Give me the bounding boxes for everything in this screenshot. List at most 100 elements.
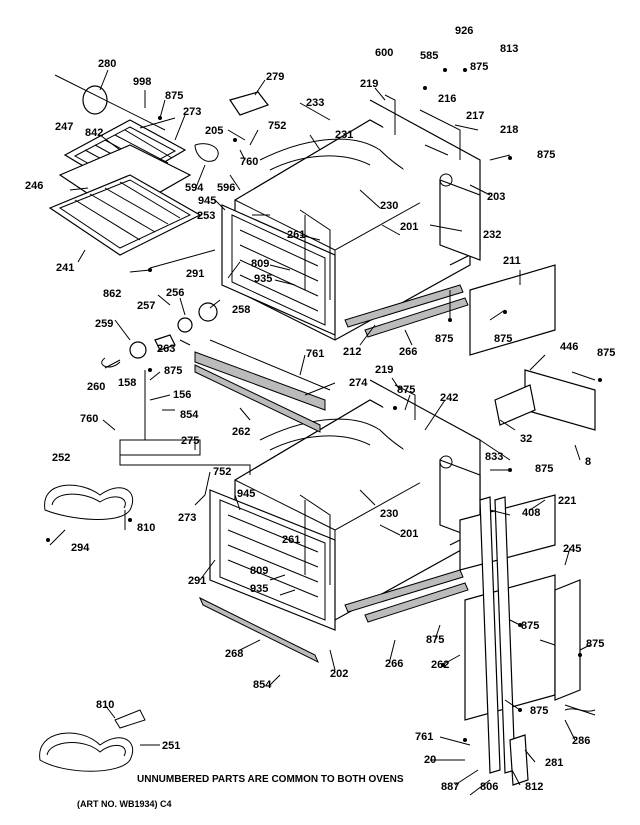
- callout-887: 887: [441, 781, 460, 793]
- callout-158: 158: [118, 377, 137, 389]
- callout-247: 247: [55, 121, 74, 133]
- callout-leader-lines: [49, 69, 596, 796]
- callout-752b: 752: [213, 466, 232, 478]
- callout-274: 274: [349, 377, 368, 389]
- callout-32: 32: [520, 433, 533, 445]
- callout-261b: 261: [282, 534, 301, 546]
- callout-202: 202: [330, 668, 349, 680]
- callout-218: 218: [500, 124, 519, 136]
- callout-854: 854: [180, 409, 199, 421]
- callout-201: 201: [400, 221, 419, 233]
- callout-760b: 760: [80, 413, 99, 425]
- callout-875: 875: [165, 90, 184, 102]
- callout-256: 256: [166, 287, 185, 299]
- callout-875k: 875: [586, 638, 605, 650]
- callout-219b: 219: [375, 364, 394, 376]
- callout-926: 926: [455, 25, 474, 37]
- callout-203: 203: [487, 191, 506, 203]
- callout-945b: 945: [237, 488, 256, 500]
- callout-408: 408: [522, 507, 541, 519]
- callout-594: 594: [185, 182, 204, 194]
- callout-875c: 875: [470, 61, 489, 73]
- callout-752: 752: [268, 120, 287, 132]
- callout-809b: 809: [250, 565, 269, 577]
- callout-262: 262: [232, 426, 251, 438]
- callout-246: 246: [25, 180, 44, 192]
- callout-286: 286: [572, 735, 591, 747]
- callout-812: 812: [525, 781, 544, 793]
- callout-205: 205: [205, 125, 224, 137]
- callout-813: 813: [500, 43, 519, 55]
- callout-862: 862: [103, 288, 122, 300]
- callout-281: 281: [545, 757, 564, 769]
- callout-875h: 875: [397, 384, 416, 396]
- callout-600: 600: [375, 47, 394, 59]
- callout-266: 266: [399, 346, 418, 358]
- callout-20: 20: [424, 754, 437, 766]
- callout-268: 268: [225, 648, 244, 660]
- callout-842: 842: [85, 127, 104, 139]
- callout-806: 806: [480, 781, 499, 793]
- callout-854b: 854: [253, 679, 272, 691]
- callout-291: 291: [186, 268, 205, 280]
- callout-201b: 201: [400, 528, 419, 540]
- callout-761: 761: [306, 348, 325, 360]
- callout-266b: 266: [385, 658, 404, 670]
- callout-935: 935: [254, 273, 273, 285]
- callout-251: 251: [162, 740, 181, 752]
- callout-221: 221: [558, 495, 577, 507]
- callout-875j: 875: [521, 620, 540, 632]
- callout-257: 257: [137, 300, 156, 312]
- callout-253: 253: [197, 210, 216, 222]
- screw-markers: [46, 68, 602, 742]
- callout-810: 810: [137, 522, 156, 534]
- callout-232: 232: [483, 229, 502, 241]
- callout-998: 998: [133, 76, 152, 88]
- callout-262b: 262: [431, 659, 450, 671]
- rear-panels: [459, 264, 596, 786]
- callout-156: 156: [173, 389, 192, 401]
- callout-875g: 875: [164, 365, 183, 377]
- callout-233: 233: [306, 97, 325, 109]
- callout-809: 809: [251, 258, 270, 270]
- callout-585: 585: [420, 50, 439, 62]
- callout-945: 945: [198, 195, 217, 207]
- callout-273b: 273: [178, 512, 197, 524]
- callout-760: 760: [240, 156, 259, 168]
- callout-259: 259: [95, 318, 114, 330]
- callout-245: 245: [563, 543, 582, 555]
- callout-875f: 875: [597, 347, 616, 359]
- callout-833: 833: [485, 451, 504, 463]
- callout-263: 263: [157, 343, 176, 355]
- callout-261: 261: [287, 229, 306, 241]
- callout-275: 275: [181, 435, 200, 447]
- callout-875m: 875: [530, 705, 549, 717]
- callout-761b: 761: [415, 731, 434, 743]
- callout-875b: 875: [435, 333, 454, 345]
- callout-230b: 230: [380, 508, 399, 520]
- callout-875l: 875: [426, 634, 445, 646]
- callout-230: 230: [380, 200, 399, 212]
- callout-260: 260: [87, 381, 106, 393]
- common-parts-note: UNNUMBERED PARTS ARE COMMON TO BOTH OVEN…: [137, 774, 404, 785]
- bake-element-upper: [101, 302, 331, 475]
- callout-219: 219: [360, 78, 379, 90]
- callout-875i: 875: [535, 463, 554, 475]
- callout-242: 242: [440, 392, 459, 404]
- callout-810b: 810: [96, 699, 115, 711]
- light-and-clip-parts: [54, 74, 269, 269]
- callout-875e: 875: [494, 333, 513, 345]
- callout-935b: 935: [250, 583, 269, 595]
- callout-231: 231: [335, 129, 354, 141]
- callout-280: 280: [98, 58, 117, 70]
- callout-211: 211: [503, 255, 521, 267]
- callout-216: 216: [438, 93, 457, 105]
- art-number: (ART NO. WB1934) C4: [77, 799, 172, 809]
- lower-oven-cavity: [199, 379, 481, 664]
- broiler-pan-and-rack: [48, 119, 202, 256]
- broil-element: [39, 484, 146, 772]
- callout-217: 217: [466, 110, 485, 122]
- callout-258: 258: [232, 304, 251, 316]
